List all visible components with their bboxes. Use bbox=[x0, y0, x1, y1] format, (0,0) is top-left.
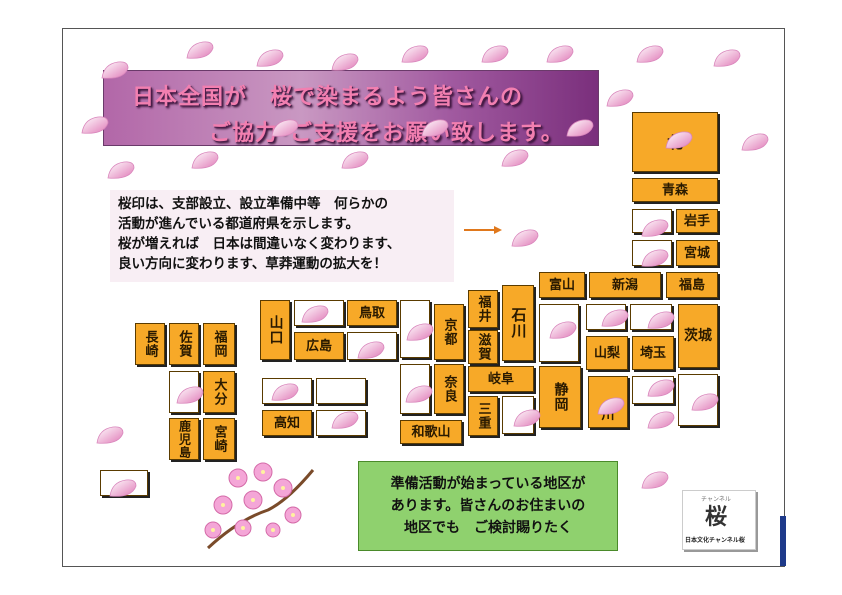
note-line: 桜印は、支部設立、設立準備中等 何らかの bbox=[118, 196, 388, 212]
pref-shiga[interactable]: 滋賀 bbox=[468, 330, 498, 364]
cherry-petal-icon bbox=[330, 410, 360, 432]
pref-mie[interactable]: 三重 bbox=[468, 396, 498, 436]
pref-wakayama[interactable]: 和歌山 bbox=[400, 420, 462, 444]
pref-hiroshima[interactable]: 広島 bbox=[294, 332, 344, 360]
cherry-petal-icon bbox=[95, 425, 125, 447]
note-line: 良い方向に変わります、草莽運動の拡大を！ bbox=[118, 256, 387, 272]
pref-toyama[interactable]: 富山 bbox=[539, 272, 585, 298]
cherry-petal-icon bbox=[690, 392, 720, 414]
cherry-blossom-branch-illustration bbox=[204, 462, 315, 550]
pref-niigata[interactable]: 新潟 bbox=[589, 272, 661, 298]
cherry-petal-icon bbox=[605, 88, 635, 110]
pref-miyagi[interactable]: 宮城 bbox=[676, 240, 718, 266]
blue-edge-strip bbox=[780, 516, 786, 566]
cherry-petal-icon bbox=[646, 410, 676, 432]
cherry-petal-icon bbox=[270, 382, 300, 404]
pref-ishikawa[interactable]: 石川 bbox=[502, 285, 534, 361]
cherry-petal-icon bbox=[545, 44, 575, 66]
pref-kagawa[interactable] bbox=[316, 378, 366, 404]
cherry-petal-icon bbox=[420, 118, 450, 140]
cherry-petal-icon bbox=[175, 385, 205, 407]
cherry-petal-icon bbox=[80, 115, 110, 137]
cherry-petal-icon bbox=[400, 44, 430, 66]
cherry-petal-icon bbox=[300, 304, 330, 326]
pref-fukushima[interactable]: 福島 bbox=[666, 272, 718, 298]
cherry-petal-icon bbox=[640, 218, 670, 240]
logo-sakura-kanji: 桜 bbox=[705, 504, 728, 530]
pref-yamanashi[interactable]: 山梨 bbox=[586, 336, 628, 370]
banner-line-2: ご協力･ご支援をお願い致します。 bbox=[209, 121, 564, 146]
cherry-petal-icon bbox=[510, 228, 540, 250]
pref-tottori[interactable]: 鳥取 bbox=[347, 300, 397, 326]
pref-gifu[interactable]: 岐阜 bbox=[468, 366, 534, 392]
explanation-note: 桜印は、支部設立、設立準備中等 何らかの 活動が進んでいる都道府県を示します。 … bbox=[110, 190, 454, 282]
cherry-petal-icon bbox=[664, 130, 694, 152]
pref-oita[interactable]: 大分 bbox=[203, 371, 235, 413]
cherry-petal-icon bbox=[330, 52, 360, 74]
cherry-petal-icon bbox=[185, 40, 215, 62]
cherry-petal-icon bbox=[740, 132, 770, 154]
arrow-right-icon bbox=[464, 226, 502, 234]
cherry-petal-icon bbox=[108, 478, 138, 500]
cherry-petal-icon bbox=[646, 310, 676, 332]
channel-sakura-logo: チャンネル 桜 日本文化チャンネル桜 bbox=[682, 490, 756, 550]
cherry-petal-icon bbox=[255, 48, 285, 70]
pref-yamaguchi[interactable]: 山口 bbox=[260, 300, 290, 360]
cherry-petal-icon bbox=[640, 248, 670, 270]
cherry-petal-icon bbox=[356, 340, 386, 362]
pref-kagoshima[interactable]: 鹿児島 bbox=[169, 418, 199, 460]
cherry-petal-icon bbox=[340, 150, 370, 172]
pref-fukui[interactable]: 福井 bbox=[468, 290, 498, 328]
pref-nagasaki[interactable]: 長崎 bbox=[135, 323, 165, 365]
pref-shizuoka[interactable]: 静岡 bbox=[539, 366, 581, 428]
cherry-petal-icon bbox=[548, 320, 578, 342]
note-line: 活動が進んでいる都道府県を示します。 bbox=[118, 216, 359, 232]
cherry-petal-icon bbox=[404, 384, 434, 406]
cherry-petal-icon bbox=[106, 160, 136, 182]
cherry-petal-icon bbox=[712, 48, 742, 70]
cherry-petal-icon bbox=[500, 148, 530, 170]
pref-ibaraki[interactable]: 茨城 bbox=[678, 304, 718, 368]
cherry-petal-icon bbox=[646, 378, 676, 400]
cherry-petal-icon bbox=[190, 150, 220, 172]
pref-saga[interactable]: 佐賀 bbox=[169, 323, 199, 365]
banner-line-1: 日本全国が 桜で染まるよう皆さんの bbox=[132, 85, 524, 110]
pref-aomori[interactable]: 青森 bbox=[632, 178, 718, 202]
pref-shimane[interactable] bbox=[294, 300, 344, 326]
cherry-petal-icon bbox=[480, 44, 510, 66]
cherry-petal-icon bbox=[640, 470, 670, 492]
cherry-petal-icon bbox=[270, 118, 300, 140]
note-line: 桜が増えれば 日本は間違いなく変わります、 bbox=[118, 236, 401, 252]
pref-miyazaki[interactable]: 宮崎 bbox=[203, 418, 235, 460]
notice-line: 準備活動が始まっている地区が bbox=[390, 476, 586, 492]
notice-box: 準備活動が始まっている地区が あります。皆さんのお住まいの 地区でも ご検討賜り… bbox=[358, 461, 618, 551]
cherry-petal-icon bbox=[635, 44, 665, 66]
title-banner: 日本全国が 桜で染まるよう皆さんの ご協力･ご支援をお願い致します。 bbox=[103, 70, 599, 146]
cherry-petal-icon bbox=[596, 396, 626, 418]
logo-brand-text: 日本文化チャンネル桜 bbox=[685, 537, 745, 544]
pref-nara[interactable]: 奈良 bbox=[434, 364, 464, 414]
pref-fukuoka[interactable]: 福岡 bbox=[203, 323, 235, 365]
cherry-petal-icon bbox=[405, 322, 435, 344]
cherry-petal-icon bbox=[100, 60, 130, 82]
cherry-petal-icon bbox=[565, 118, 595, 140]
pref-iwate[interactable]: 岩手 bbox=[676, 209, 718, 233]
cherry-petal-icon bbox=[600, 308, 630, 330]
notice-line: 地区でも ご検討賜りたく bbox=[404, 520, 572, 536]
logo-channel-text: チャンネル bbox=[701, 496, 731, 503]
pref-saitama[interactable]: 埼玉 bbox=[632, 336, 674, 370]
notice-line: あります。皆さんのお住まいの bbox=[390, 498, 586, 514]
pref-kochi[interactable]: 高知 bbox=[262, 410, 312, 436]
pref-kyoto[interactable]: 京都 bbox=[434, 304, 464, 360]
cherry-petal-icon bbox=[512, 408, 542, 430]
